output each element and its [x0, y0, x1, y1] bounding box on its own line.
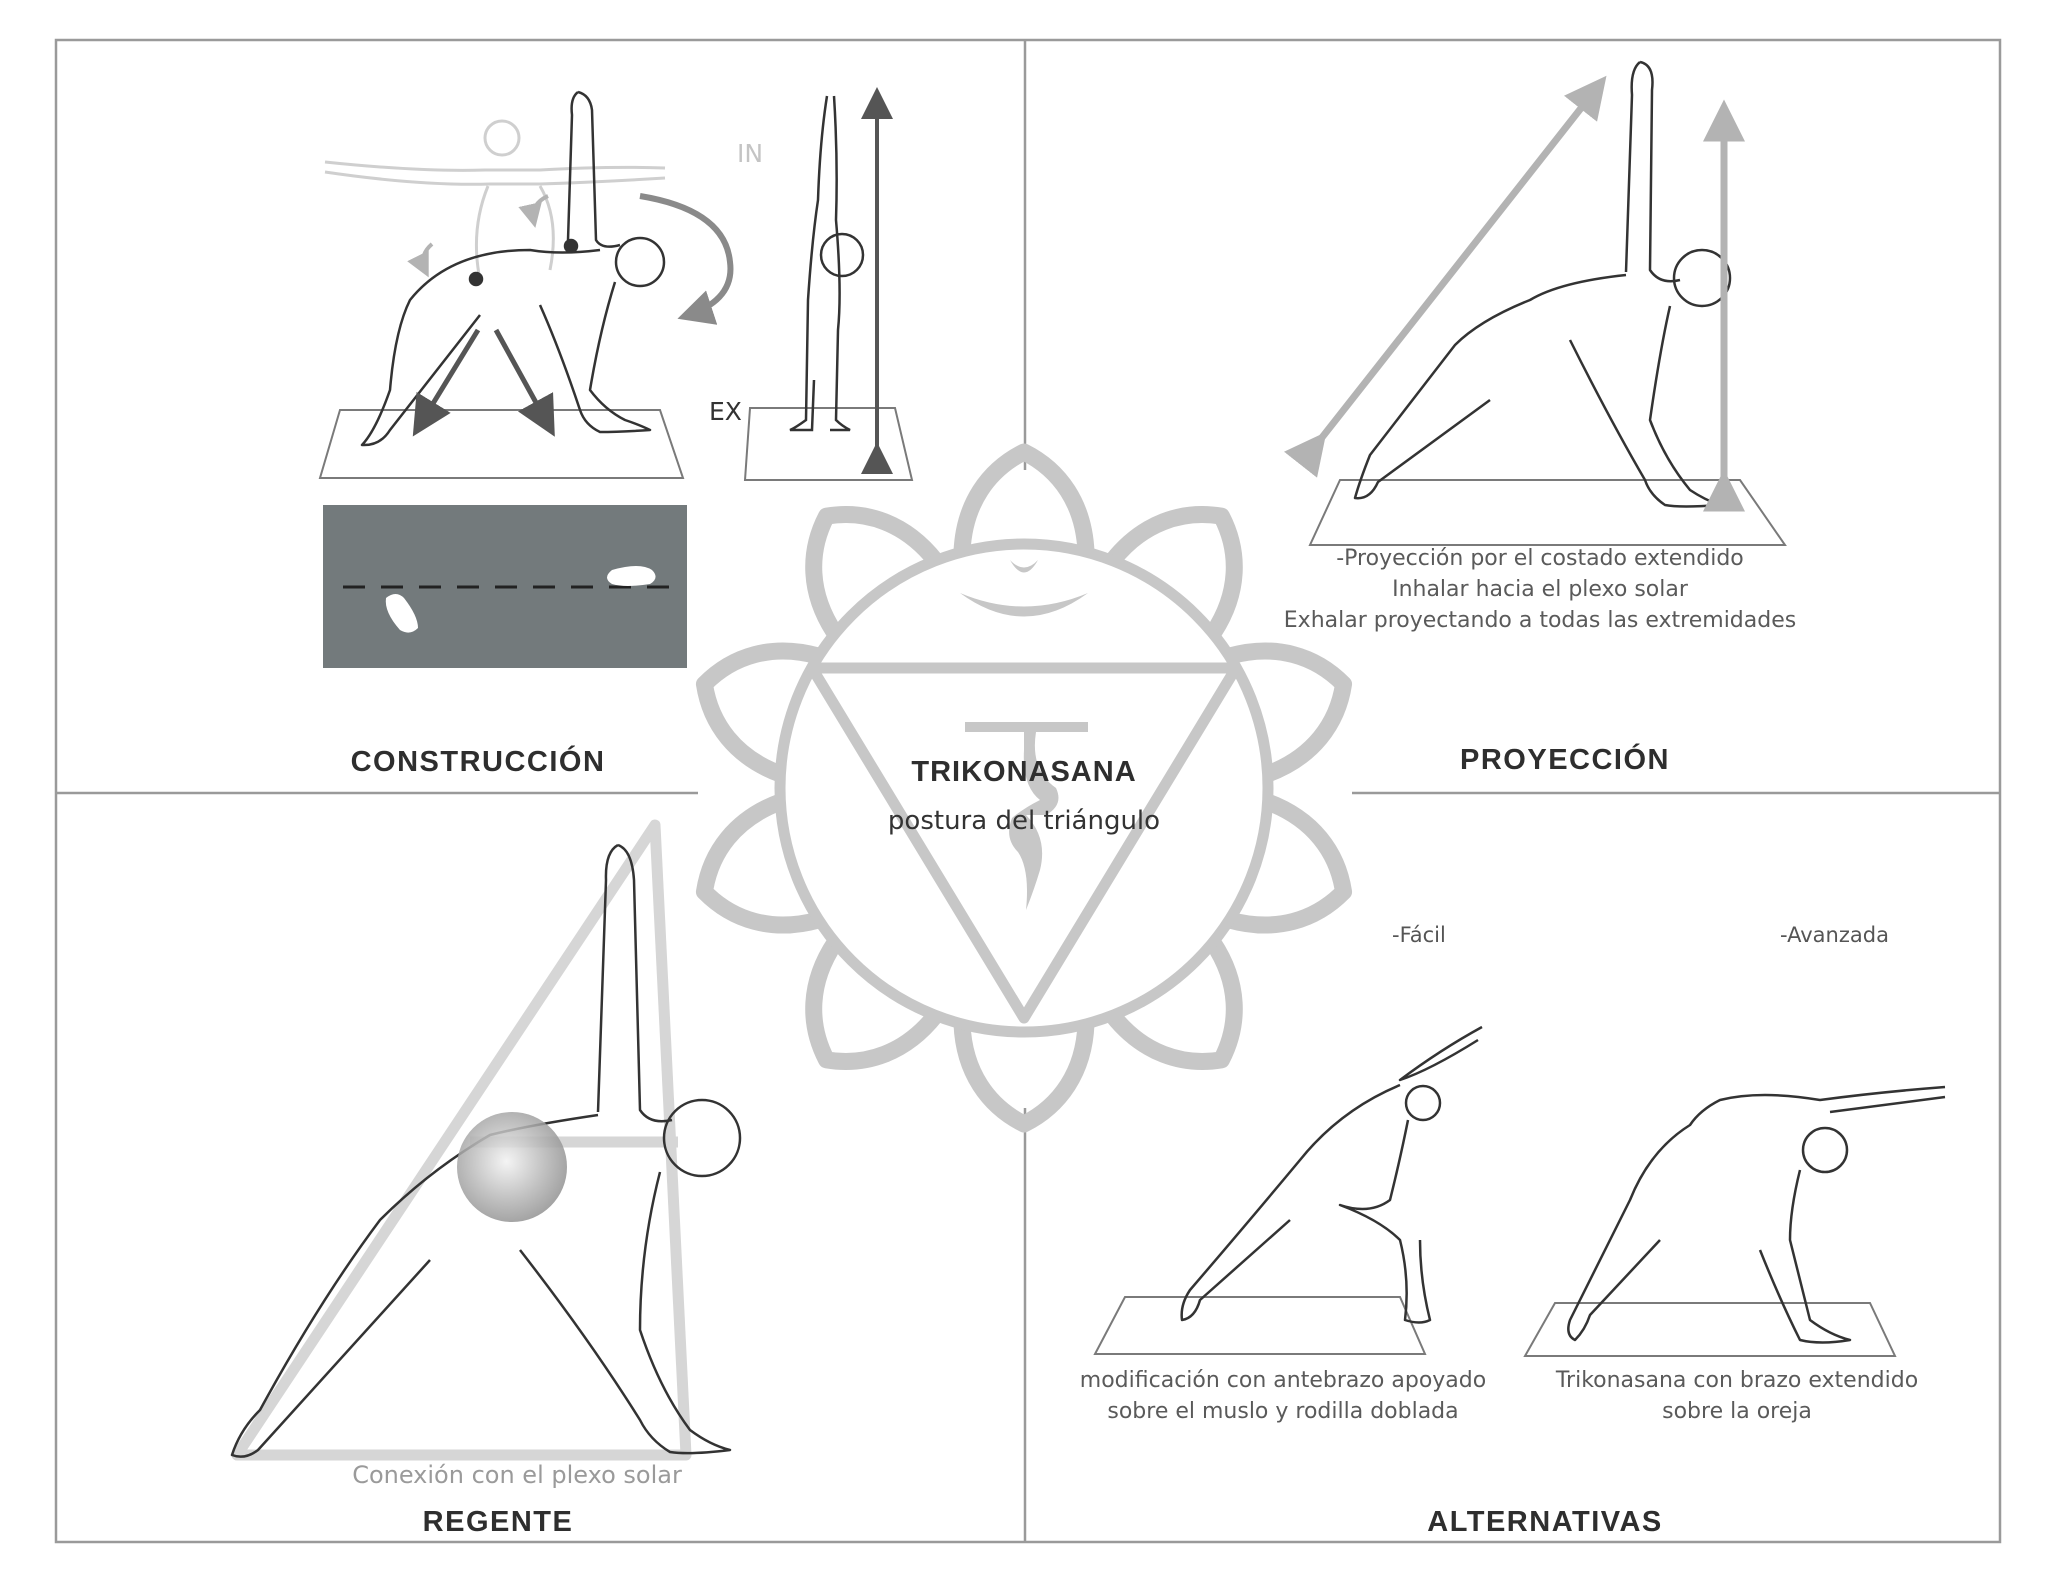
advanced-caption-line-2: sobre la oreja: [1662, 1399, 1812, 1424]
yoga-mat-easy: [1093, 1296, 1427, 1355]
advanced-caption-line-1: Trikonasana con brazo extendido: [1555, 1368, 1919, 1393]
advanced-label: -Avanzada: [1780, 923, 1889, 947]
diagonal-projection-arrow: [1284, 75, 1607, 478]
alternativas-illustration: [1093, 1025, 1946, 1357]
triangle-pose-figure: [1353, 60, 1732, 508]
lotus-petal: [805, 937, 943, 1070]
label-in: IN: [737, 139, 764, 168]
construccion-illustration: [318, 87, 914, 668]
standing-figure-side: [789, 95, 865, 432]
yoga-mat-advanced: [1523, 1302, 1897, 1357]
proyeccion-line-3: Exhalar proyectando a todas las extremid…: [1283, 608, 1797, 633]
proyeccion-illustration: [1284, 60, 1787, 546]
regente-illustration: [230, 819, 742, 1461]
ground-arrow-left: [412, 328, 481, 437]
lotus-petal: [953, 443, 1095, 553]
label-ex: EX: [709, 397, 742, 426]
center-subtitle: postura del triángulo: [887, 806, 1161, 836]
small-mat: [743, 407, 914, 481]
advanced-variation-figure: [1567, 1085, 1946, 1344]
solar-plexus-ball: [457, 1112, 567, 1222]
heading-regente: REGENTE: [422, 1506, 574, 1538]
yoga-mat: [1308, 479, 1787, 546]
twist-arrow-small-1: [407, 242, 434, 278]
heading-construccion: CONSTRUCCIÓN: [350, 746, 606, 778]
frame: [54, 38, 2002, 1544]
front-foot-icon: [607, 566, 656, 586]
twist-arrow-small-2: [518, 194, 549, 228]
regente-caption: Conexión con el plexo solar: [352, 1461, 682, 1489]
heading-proyeccion: PROYECCIÓN: [1460, 744, 1670, 776]
rotation-arrow: [639, 193, 734, 325]
heading-alternativas: ALTERNATIVAS: [1427, 1506, 1663, 1538]
lotus-petal: [695, 642, 821, 783]
lotus-petal: [805, 506, 943, 639]
lotus-petal: [953, 1023, 1095, 1133]
easy-caption-line-2: sobre el muslo y rodilla doblada: [1107, 1399, 1459, 1424]
proyeccion-caption: -Proyección por el costado extendido Inh…: [1284, 543, 1796, 636]
lotus-petal: [1227, 642, 1353, 783]
easy-caption-line-1: modificación con antebrazo apoyado: [1079, 1368, 1487, 1393]
lotus-petal: [695, 793, 821, 934]
lotus-petal: [1105, 937, 1243, 1070]
proyeccion-line-2: Inhalar hacia el plexo solar: [1392, 577, 1688, 602]
lotus-petal: [1227, 793, 1353, 934]
bija-glyph: [965, 722, 1088, 910]
advanced-caption: Trikonasana con brazo extendido sobre la…: [1556, 1365, 1918, 1427]
lotus-petal: [1105, 506, 1243, 639]
chakra-symbol: [695, 443, 1353, 1133]
faint-warrior-figure: [324, 119, 666, 281]
back-foot-icon: [385, 594, 418, 633]
easy-label: -Fácil: [1392, 923, 1446, 947]
ground-arrow-right: [493, 328, 555, 437]
easy-variation-figure: [1180, 1025, 1483, 1324]
easy-caption: modificación con antebrazo apoyado sobre…: [1080, 1365, 1486, 1427]
center-title: TRIKONASANA: [911, 756, 1137, 788]
triangle-pose-figure: [360, 90, 666, 447]
proyeccion-line-1: -Proyección por el costado extendido: [1336, 546, 1744, 571]
